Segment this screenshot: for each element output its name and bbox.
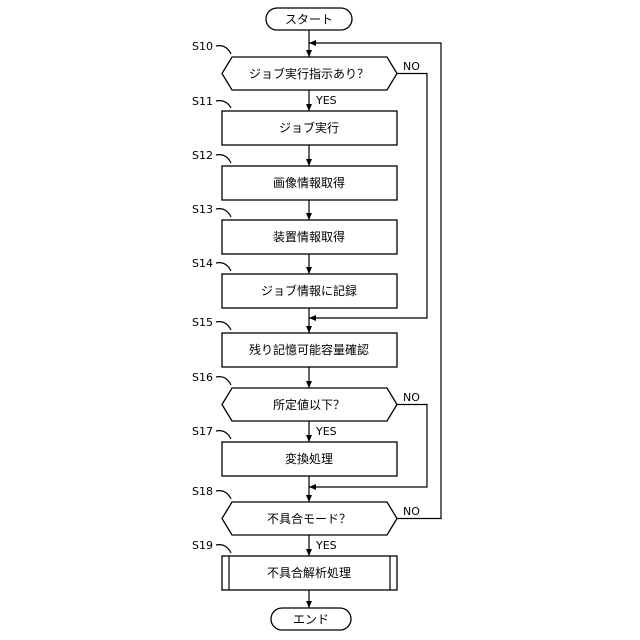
step-id-s13: S13 [192, 203, 213, 216]
yes-label-s18: YES [315, 539, 337, 552]
step-id-s12: S12 [192, 149, 213, 162]
step-id-s11: S11 [192, 95, 213, 108]
step-id-s10: S10 [192, 40, 213, 53]
start-terminal: スタート [266, 8, 352, 30]
step-id-s16: S16 [192, 371, 213, 384]
process-s12-label: 画像情報取得 [273, 175, 345, 190]
decision-s10-label: ジョブ実行指示あり？ [249, 66, 369, 81]
predefined-process-s19: 不具合解析処理 [222, 556, 397, 590]
process-s13-label: 装置情報取得 [273, 229, 345, 244]
leader-s12 [216, 155, 231, 163]
process-s17-label: 変換処理 [285, 451, 333, 466]
leader-s14 [216, 263, 231, 271]
decision-s10: ジョブ実行指示あり？ [222, 57, 397, 90]
step-id-s15: S15 [192, 316, 213, 329]
leader-s16 [216, 377, 231, 385]
decision-s18-label: 不具合モード？ [267, 511, 351, 526]
decision-s16-label: 所定値以下？ [273, 397, 345, 412]
process-s15: 残り記憶可能容量確認 [222, 333, 397, 367]
step-id-s19: S19 [192, 539, 213, 552]
end-terminal: エンド [271, 608, 351, 630]
process-s17: 変換処理 [222, 442, 397, 476]
process-s12: 画像情報取得 [222, 166, 397, 200]
end-label: エンド [293, 613, 329, 627]
no-label-s16: NO [403, 391, 420, 404]
leader-s17 [216, 431, 231, 439]
process-s11-label: ジョブ実行 [279, 120, 339, 135]
leader-s19 [216, 545, 231, 553]
yes-label-s16: YES [315, 425, 337, 438]
start-label: スタート [285, 13, 333, 27]
decision-s16: 所定値以下？ [222, 388, 397, 421]
leader-s11 [216, 101, 231, 108]
process-s14: ジョブ情報に記録 [222, 274, 397, 308]
process-s13: 装置情報取得 [222, 220, 397, 254]
step-id-s14: S14 [192, 257, 213, 270]
decision-s18: 不具合モード？ [222, 502, 397, 535]
process-s15-label: 残り記憶可能容量確認 [249, 342, 369, 357]
process-s14-label: ジョブ情報に記録 [261, 283, 357, 298]
leader-s15 [216, 322, 231, 330]
step-id-s17: S17 [192, 425, 213, 438]
yes-label-s10: YES [315, 94, 337, 107]
no-label-s18: NO [403, 505, 420, 518]
step-id-s18: S18 [192, 485, 213, 498]
process-s11: ジョブ実行 [222, 111, 397, 145]
leader-s10 [216, 46, 231, 54]
leader-s18 [216, 491, 231, 499]
process-s19-label: 不具合解析処理 [267, 565, 351, 580]
no-label-s10: NO [403, 60, 420, 73]
leader-s13 [216, 209, 231, 217]
